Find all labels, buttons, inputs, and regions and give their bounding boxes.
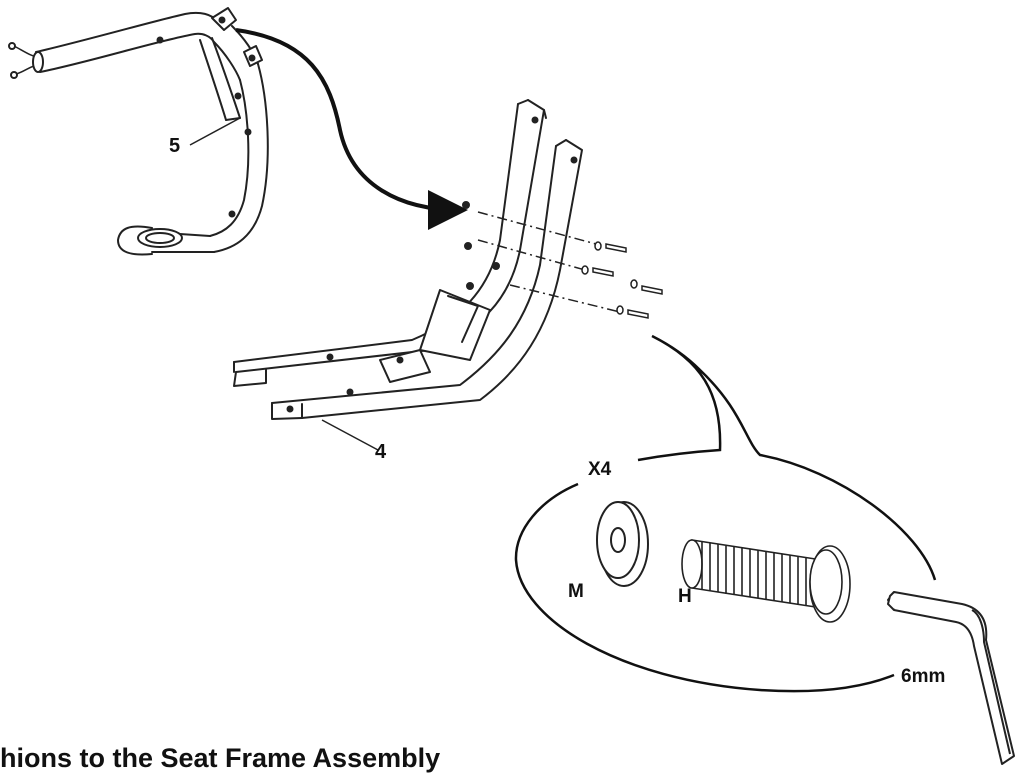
washer-label: M — [568, 581, 584, 602]
part-label-4: 4 — [375, 441, 387, 463]
hex-key-6mm — [887, 591, 1015, 765]
bolt-h — [681, 539, 851, 623]
part-label-5: 5 — [169, 135, 181, 157]
seat-frame-part — [233, 99, 583, 420]
curved-arrow — [235, 28, 468, 230]
alignment-lines — [477, 211, 621, 313]
handlebar-part — [8, 7, 269, 256]
small-hardware — [581, 241, 663, 319]
washer-m — [596, 501, 649, 587]
hardware-callout — [514, 334, 937, 693]
leader-line-4 — [321, 419, 379, 451]
hex-key-label: 6mm — [901, 666, 946, 687]
bolt-label: H — [678, 586, 692, 607]
leader-line-5 — [189, 117, 241, 146]
quantity-label: X4 — [588, 459, 612, 480]
step-caption: hions to the Seat Frame Assembly — [0, 743, 441, 773]
